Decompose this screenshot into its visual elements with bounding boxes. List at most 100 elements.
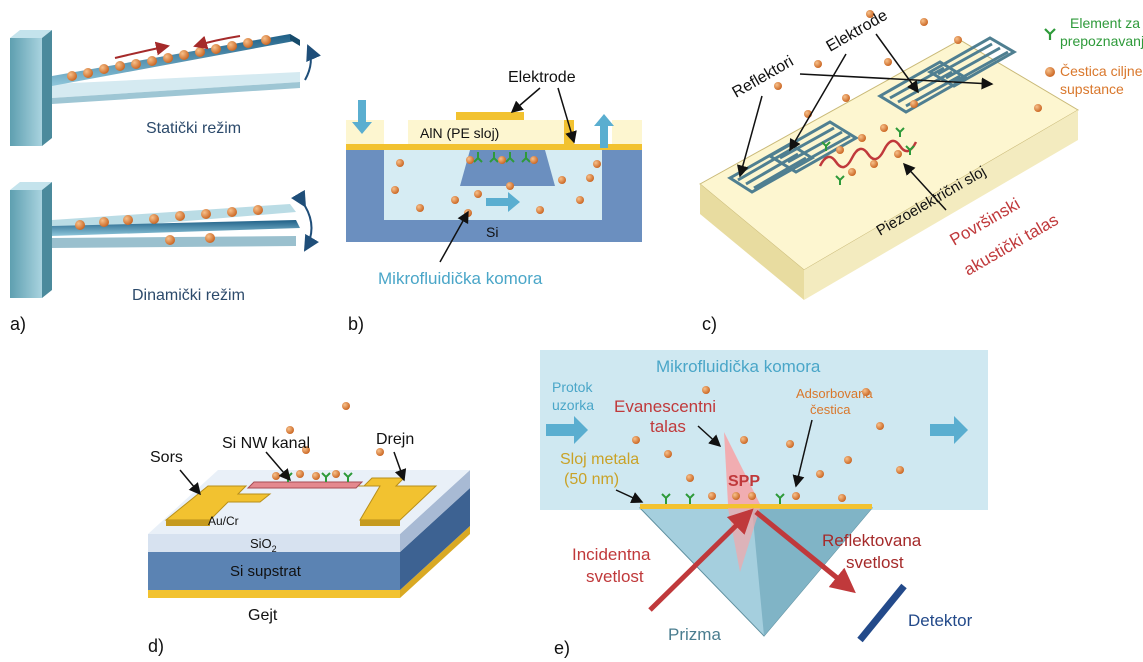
surface-acoustic-wave <box>818 139 918 169</box>
prism-label: Prizma <box>668 625 721 644</box>
top-electrode <box>456 112 524 120</box>
dynamic-cantilever <box>10 182 300 298</box>
electrode-pointer-c1 <box>789 53 847 152</box>
source-label: Sors <box>150 449 183 466</box>
detector-label: Detektor <box>908 611 973 630</box>
stress-arrow-right <box>114 41 170 59</box>
dynamic-particles <box>75 205 263 245</box>
channel-label: Si NW kanal <box>222 435 310 452</box>
chamber-label: Mikrofluidička komora <box>378 269 543 288</box>
gate-label: Gejt <box>248 607 278 624</box>
reflectors-label: Reflektori <box>730 53 797 102</box>
reflected-beam <box>754 510 856 594</box>
metal-layer <box>640 504 872 509</box>
flow-arrows <box>352 100 614 212</box>
panel-a: Statički režim Dinamički režim a) <box>10 30 321 334</box>
recognition-element-icon <box>1044 28 1056 40</box>
static-mode-label: Statički režim <box>146 120 241 137</box>
saw-pointer <box>902 162 947 211</box>
electrode-pointer-1 <box>510 87 541 113</box>
adsorbed-pointer <box>792 419 813 488</box>
panel-label-b: b) <box>348 314 364 334</box>
panel-e: Mikrofluidička komora Protok uzorka Evan… <box>540 350 988 658</box>
electrode-pointer-2 <box>557 87 577 144</box>
electrodes-label: Elektrode <box>508 69 576 86</box>
legend-particle-1: Čestica ciljne <box>1060 63 1143 79</box>
reflector-pointer-2 <box>799 73 994 90</box>
panel-d: Si NW kanal Sors Drejn Au/Cr SiO2 Si sup… <box>148 402 470 656</box>
incident-label-1: Incidentna <box>572 545 651 564</box>
evanescent-label-1: Evanescentni <box>614 397 716 416</box>
piezo-front <box>700 184 804 300</box>
gate-front <box>148 590 400 598</box>
deflection-arrow <box>304 44 321 81</box>
legend-recognition-1: Element za <box>1070 15 1140 31</box>
panel-label-a: a) <box>10 314 26 334</box>
incident-label-2: svetlost <box>586 567 644 586</box>
panel-label-c: c) <box>702 314 717 334</box>
drain-pad <box>344 477 438 521</box>
legend-particle-2: supstance <box>1060 81 1124 97</box>
electrode-pointer-c2 <box>875 33 919 94</box>
panel-c: Reflektori Elektrode Piezoelektrični slo… <box>699 7 1143 334</box>
floating-particles-e <box>632 386 904 482</box>
particle-legend-icon <box>1045 67 1055 77</box>
electrodes-label-c: Elektrode <box>824 7 891 56</box>
drain-label: Drejn <box>376 431 414 448</box>
prism-shade <box>752 508 872 636</box>
si-substrate-front <box>148 552 400 590</box>
microfluidic-chamber-e <box>540 350 988 510</box>
nanowire-channel <box>246 481 364 489</box>
detector <box>857 583 907 643</box>
legend-recognition-2: prepoznavanje <box>1060 33 1143 49</box>
spp-label: SPP <box>728 473 760 490</box>
dynamic-mode-label: Dinamički režim <box>132 287 245 304</box>
panel-label-d: d) <box>148 636 164 656</box>
incident-beam <box>648 508 754 612</box>
channel-receptors <box>272 470 353 482</box>
substrate-label-d: Si supstrat <box>230 563 302 580</box>
sio2-front <box>148 534 400 552</box>
metal-label-2: (50 nm) <box>564 471 619 488</box>
bottom-electrode <box>346 144 642 150</box>
substrate-label: Si <box>486 224 498 240</box>
sio2-side <box>400 470 470 552</box>
static-cantilever <box>10 30 300 146</box>
si-substrate-side <box>400 488 470 590</box>
chamber-label-e: Mikrofluidička komora <box>656 357 821 376</box>
top-cap-right <box>612 120 642 144</box>
channel-pointer <box>265 451 291 482</box>
panel-b: AlN (PE sloj) Elektrode Si <box>346 69 642 334</box>
saw-receptors <box>821 124 915 185</box>
pe-layer <box>408 120 564 144</box>
panel-label-e: e) <box>554 638 570 658</box>
drain-pad-side <box>360 520 400 526</box>
source-pad <box>164 485 272 521</box>
idt-left <box>767 120 859 174</box>
evanescent-pointer <box>697 425 722 448</box>
adsorbed-label-2: čestica <box>810 402 851 417</box>
contact-label: Au/Cr <box>208 514 239 528</box>
source-pointer <box>179 469 201 496</box>
source-pad-side <box>166 520 210 526</box>
evanescent-label-2: talas <box>650 417 686 436</box>
chamber-particles <box>391 159 601 217</box>
flow-label-1: Protok <box>552 379 593 395</box>
oxide-label: SiO2 <box>250 536 277 554</box>
drain-pointer <box>393 451 407 482</box>
chamber-pointer <box>439 210 469 263</box>
membrane-receptors <box>466 152 538 164</box>
surface-receptors <box>661 492 846 504</box>
stress-arrow-left <box>193 35 241 50</box>
static-particles <box>67 35 271 81</box>
adsorbed-label-1: Adsorbovana <box>796 386 873 401</box>
floating-particles-d <box>286 402 384 456</box>
pe-layer-label: AlN (PE sloj) <box>420 125 499 141</box>
evanescent-wave-shape <box>724 432 760 504</box>
reflected-label-1: Reflektovana <box>822 531 922 550</box>
membrane-support <box>460 150 555 186</box>
gate-side <box>400 526 470 598</box>
oscillation-arrow <box>290 189 320 252</box>
flow-label-2: uzorka <box>552 397 594 413</box>
